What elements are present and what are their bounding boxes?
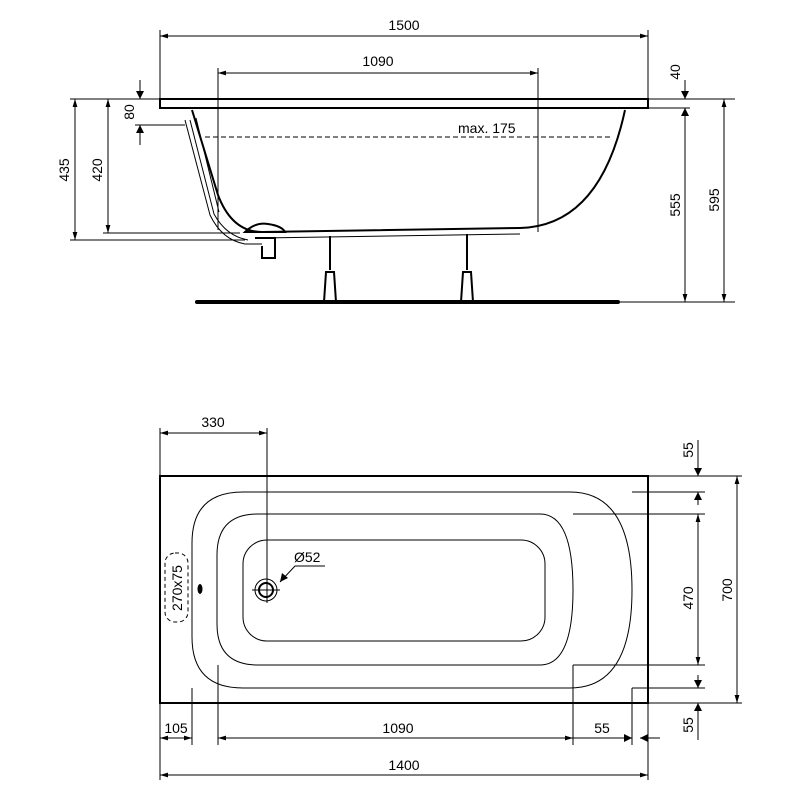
tub-body xyxy=(191,109,626,234)
dim-inner-width: 470 xyxy=(680,586,696,610)
support-legs xyxy=(322,234,475,303)
panel-cutout xyxy=(164,552,189,623)
dim-panel-cutout: 270x75 xyxy=(169,565,185,611)
floor-line xyxy=(195,300,620,304)
overflow-hole xyxy=(197,584,203,594)
dim-overall-length: 1500 xyxy=(388,17,419,33)
tub-base xyxy=(261,233,521,239)
drain-icon xyxy=(252,578,280,602)
top-view: Ø52 270x75 330 55 470 55 700 105 1090 xyxy=(159,414,742,780)
max-water-label: max. 175 xyxy=(458,120,516,136)
dim-drain-diameter: Ø52 xyxy=(294,549,321,565)
dim-top-margin: 55 xyxy=(680,442,696,458)
tub-middle-basin xyxy=(216,513,574,666)
dim-drain-offset: 330 xyxy=(201,414,225,430)
dim-inner-length: 1090 xyxy=(362,53,393,69)
tub-outer-basin xyxy=(191,491,633,689)
dim-right-margin: 55 xyxy=(594,720,610,736)
dim-inner-length: 1090 xyxy=(382,720,413,736)
dim-left-total-height: 435 xyxy=(56,158,72,182)
dim-overall-length: 1400 xyxy=(388,757,419,773)
dim-height-inner: 555 xyxy=(667,193,683,217)
dim-overall-height: 595 xyxy=(706,188,722,212)
dim-left-margin: 105 xyxy=(164,720,188,736)
tub-outline xyxy=(159,475,649,704)
overflow-pipe xyxy=(184,117,262,245)
side-view: max. 175 1500 1090 40 555 595 435 420 80 xyxy=(56,17,735,304)
dim-bottom-margin: 55 xyxy=(680,717,696,733)
dim-left-inner-height: 420 xyxy=(89,158,105,182)
tub-rim xyxy=(159,98,649,109)
dim-rim-thickness: 40 xyxy=(667,64,683,80)
dim-overall-width: 700 xyxy=(719,578,735,602)
waste-trap xyxy=(242,222,287,259)
tub-inner-basin xyxy=(242,539,546,642)
dim-overflow-offset: 80 xyxy=(121,104,137,120)
